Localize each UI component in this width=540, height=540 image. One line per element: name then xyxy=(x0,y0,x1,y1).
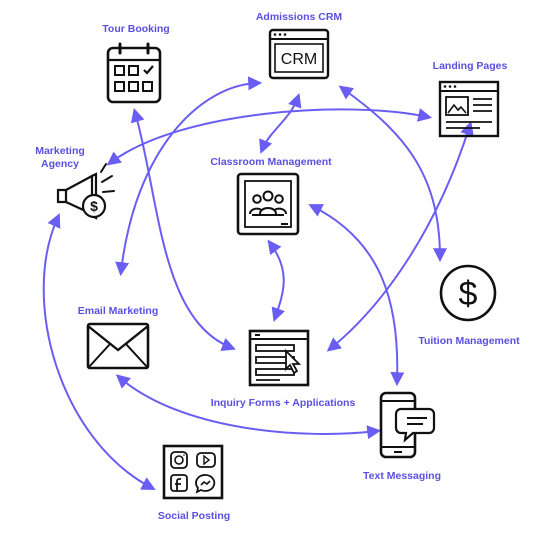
link-landing-inquiry xyxy=(326,120,474,352)
node-label-classroom-management: Classroom Management xyxy=(210,156,332,168)
node-label-tuition-management: Tuition Management xyxy=(418,335,520,347)
calendar-icon xyxy=(106,42,162,104)
link-classroom-inquiry xyxy=(267,239,285,322)
social-apps-icon xyxy=(162,444,224,500)
node-label-inquiry-forms: Inquiry Forms + Applications xyxy=(210,397,356,409)
link-agency-social xyxy=(42,213,156,490)
dollar-circle-icon: $ xyxy=(439,264,497,322)
crm-window-icon: CRM xyxy=(268,28,330,80)
svg-text:$: $ xyxy=(90,198,98,214)
node-label-marketing-agency: Marketing Agency xyxy=(35,145,85,170)
node-label-text-messaging: Text Messaging xyxy=(363,470,441,482)
node-label-email-marketing: Email Marketing xyxy=(77,305,159,317)
crm-icon-text: CRM xyxy=(281,51,317,68)
form-cursor-icon xyxy=(248,329,310,387)
node-label-landing-pages: Landing Pages xyxy=(432,60,508,72)
megaphone-dollar-icon: $ xyxy=(56,163,115,220)
link-tour-inquiry xyxy=(130,107,236,351)
web-page-icon xyxy=(438,80,500,138)
classroom-group-icon xyxy=(236,172,300,236)
envelope-icon xyxy=(86,322,150,370)
link-crm-classroom xyxy=(259,93,302,154)
node-label-admissions-crm: Admissions CRM xyxy=(255,11,343,23)
phone-chat-icon xyxy=(379,391,436,459)
node-label-social-posting: Social Posting xyxy=(157,510,231,522)
node-label-tour-booking: Tour Booking xyxy=(102,23,170,35)
svg-text:$: $ xyxy=(459,275,478,313)
link-crm-tuition xyxy=(338,85,447,263)
link-classroom-text xyxy=(308,204,405,387)
